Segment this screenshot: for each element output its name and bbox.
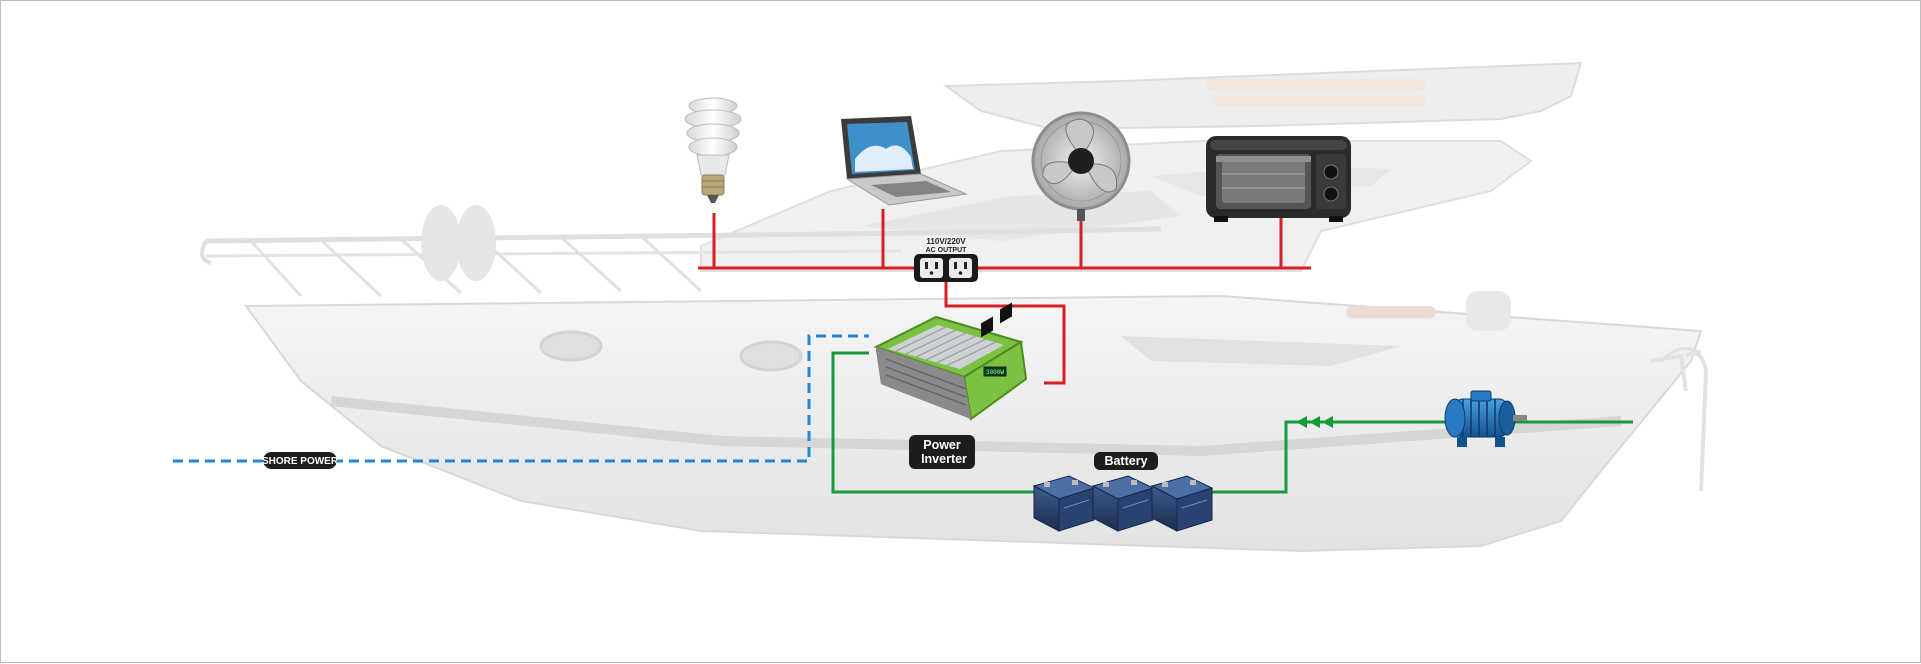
battery-icon	[1091, 475, 1155, 532]
ac-output-label: AC OUTPUT	[926, 247, 968, 254]
power-inverter-text-line1: Power	[923, 438, 961, 452]
ac-output-voltage-label: 110V/220V	[926, 237, 966, 246]
shore-power-label: SHORE POWER	[262, 452, 339, 469]
ac-output-wiring	[698, 209, 1311, 385]
shore-power-line	[173, 334, 869, 463]
toaster-oven-icon	[1206, 136, 1351, 222]
light-bulb-icon	[684, 97, 742, 203]
battery-bank	[1032, 475, 1214, 532]
current-flow-arrows	[1296, 416, 1333, 428]
ac-outlet: 110V/220V AC OUTPUT	[914, 237, 978, 282]
electric-motor-icon	[1444, 390, 1527, 447]
power-inverter-label: Power Inverter	[909, 435, 975, 469]
battery-text: Battery	[1104, 454, 1147, 468]
laptop-icon	[841, 116, 968, 206]
power-inverter-text-line2: Inverter	[921, 452, 967, 466]
shore-power-text: SHORE POWER	[262, 456, 339, 467]
battery-label: Battery	[1094, 452, 1158, 470]
power-inverter-device: 3000W	[873, 302, 1028, 421]
battery-icon	[1032, 475, 1096, 532]
inverter-display: 3000W	[986, 369, 1004, 376]
battery-icon	[1150, 475, 1214, 532]
fan-icon	[1031, 111, 1131, 221]
